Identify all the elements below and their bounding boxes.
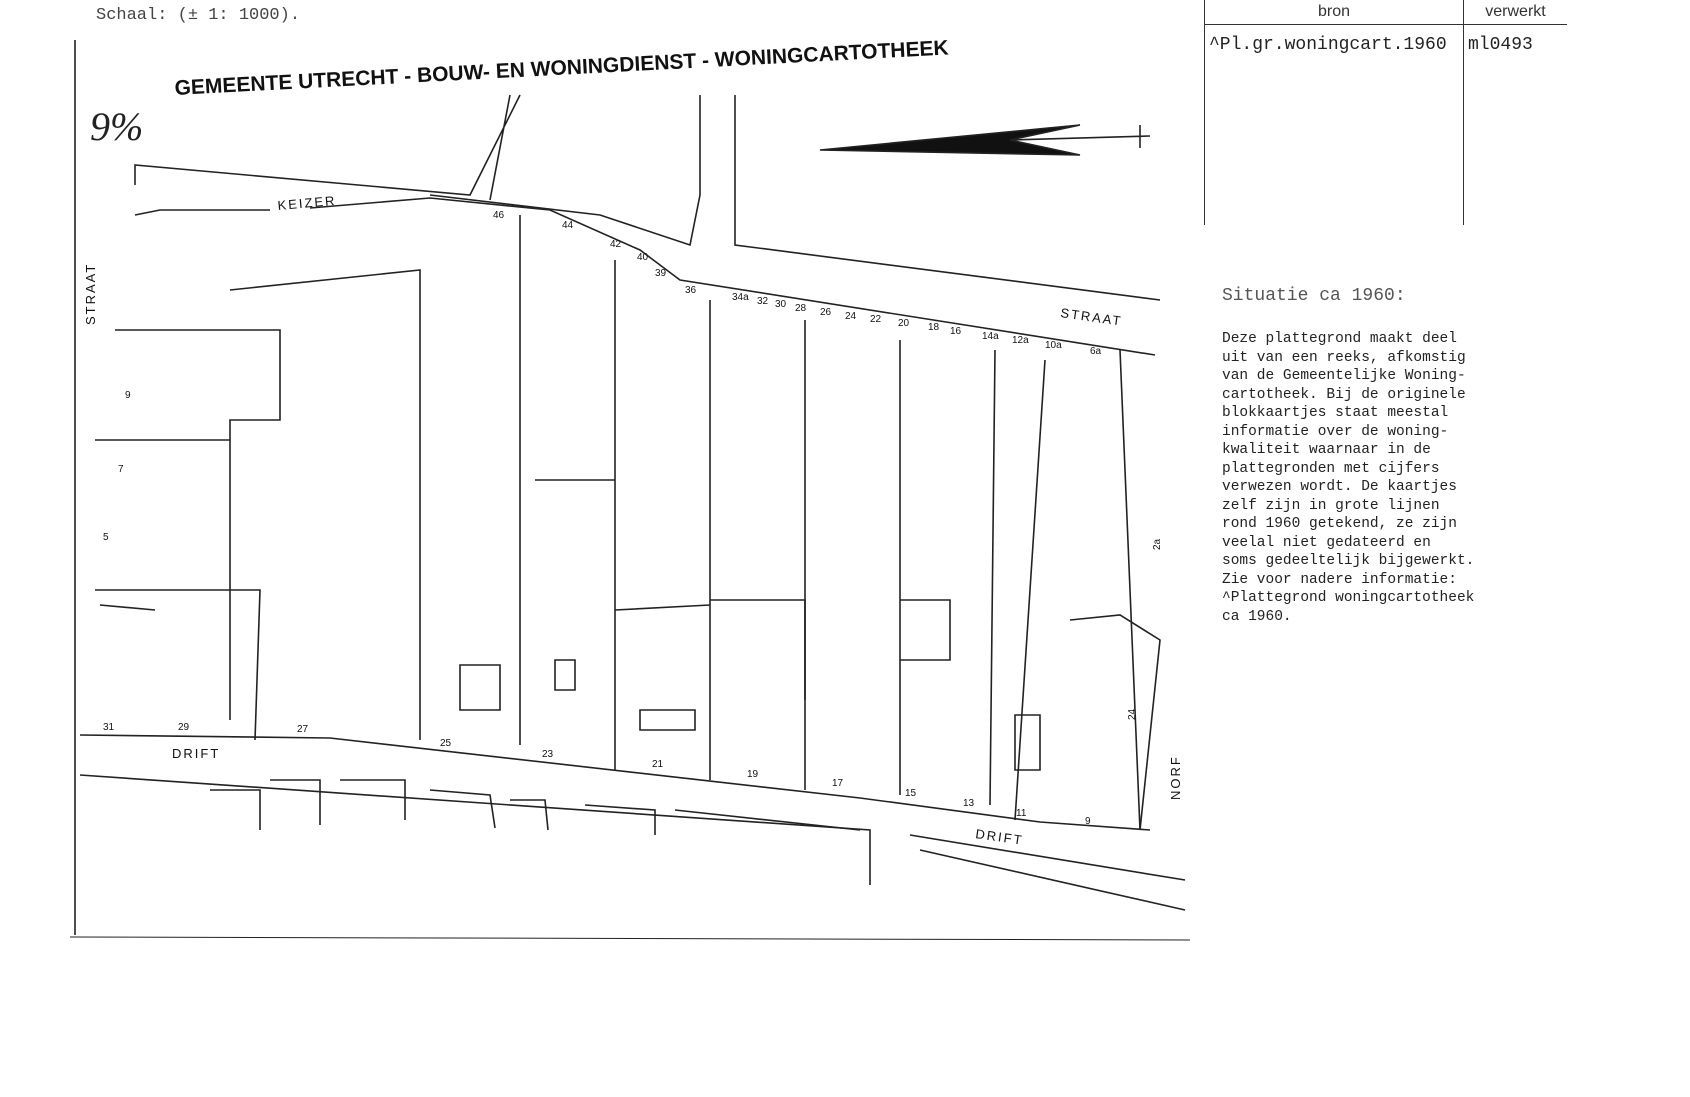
street-label-drift-right: DRIFT <box>975 826 1025 848</box>
header-bron: bron <box>1317 3 1351 20</box>
house-number: 24 <box>845 311 857 322</box>
house-number: 28 <box>795 303 807 314</box>
house-number: 36 <box>685 285 697 296</box>
situatie-title: Situatie ca 1960: <box>1222 286 1406 306</box>
house-number: 16 <box>950 326 962 337</box>
house-number: 23 <box>542 749 554 760</box>
house-number: 34a <box>732 292 749 303</box>
street-label-drift-left: DRIFT <box>172 746 220 761</box>
house-number: 26 <box>820 307 832 318</box>
house-number: 9 <box>1085 816 1091 827</box>
house-number: 20 <box>898 318 910 329</box>
street-label-keizer: KEIZER <box>277 193 337 213</box>
house-number: 18 <box>928 322 940 333</box>
bron-value: ^Pl.gr.woningcart.1960 <box>1209 35 1447 55</box>
house-number: 12a <box>1012 335 1029 346</box>
house-number: 15 <box>905 788 917 799</box>
house-number: 13 <box>963 798 975 809</box>
map-title: GEMEENTE UTRECHT - BOUW- EN WONINGDIENST… <box>174 36 949 100</box>
house-number: 30 <box>775 299 787 310</box>
verwerkt-value: ml0493 <box>1463 25 1567 225</box>
street-map: GEMEENTE UTRECHT - BOUW- EN WONINGDIENST… <box>69 36 1191 941</box>
house-number: 21 <box>652 759 664 770</box>
house-number: 27 <box>297 724 309 735</box>
house-number: 29 <box>178 722 190 733</box>
house-number: 2a <box>1152 538 1163 550</box>
house-number: 9 <box>125 390 131 401</box>
street-label-straat-right: STRAAT <box>1060 305 1124 329</box>
house-number: 39 <box>655 268 667 279</box>
house-number: 11 <box>1016 808 1027 819</box>
house-number: 32 <box>757 296 769 307</box>
north-arrow-icon <box>819 124 1151 156</box>
house-number: 22 <box>870 314 882 325</box>
house-number: 40 <box>637 252 649 263</box>
house-number: 42 <box>610 239 622 250</box>
handwritten-note: 9% <box>90 104 143 149</box>
house-number: 14a <box>982 331 999 342</box>
house-number: 24 <box>1127 708 1138 720</box>
house-number: 25 <box>440 738 452 749</box>
scale-label: Schaal: (± 1: 1000). <box>96 6 301 25</box>
house-number: 44 <box>562 220 574 231</box>
header-verwerkt: verwerkt <box>1463 0 1567 24</box>
house-number: 7 <box>118 464 124 475</box>
house-number: 31 <box>103 722 115 733</box>
source-table: bron verwerkt ^Pl.gr.woningcart.1960 ml0… <box>1204 0 1567 225</box>
house-number: 19 <box>747 769 759 780</box>
house-number: 46 <box>493 210 505 221</box>
house-number: 10a <box>1045 340 1062 351</box>
situatie-body: Deze plattegrond maakt deel uit van een … <box>1222 331 1475 625</box>
house-number: 17 <box>832 778 844 789</box>
street-label-straat-left: STRAAT <box>83 263 98 325</box>
house-number: 5 <box>103 532 109 543</box>
house-number: 6a <box>1090 346 1102 357</box>
street-label-norf: NORF <box>1168 755 1183 800</box>
